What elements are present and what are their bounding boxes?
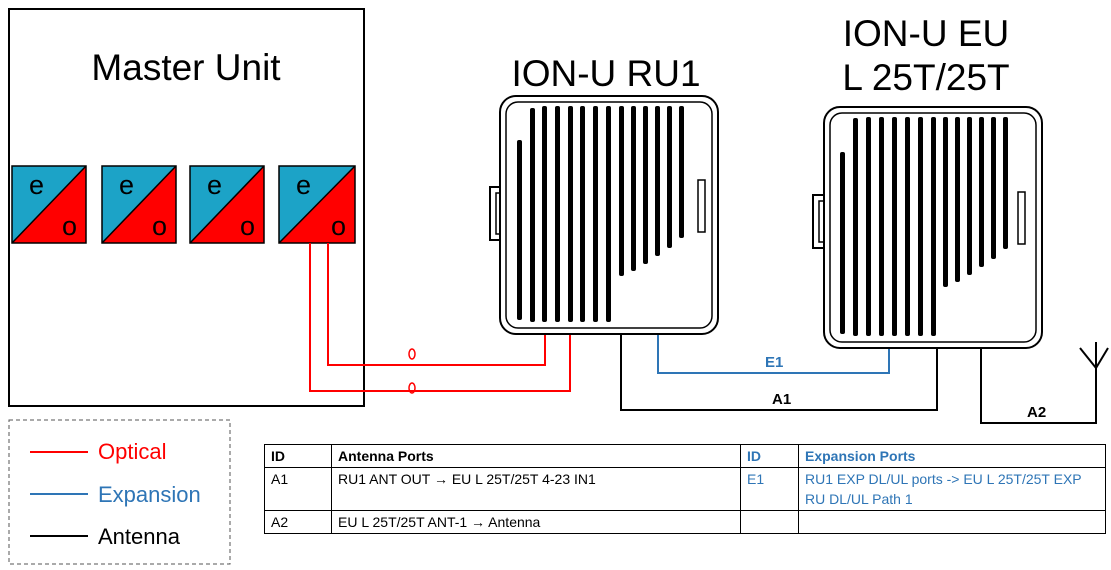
module-3-o-label: o (240, 211, 255, 241)
module-3-e-label: e (207, 170, 222, 200)
header-id-antenna: ID (264, 444, 332, 468)
cell-antenna-port: EU L 25T/25T ANT-1 → Antenna (331, 510, 741, 534)
module-4-e-label: e (296, 170, 311, 200)
ru1-title: ION-U RU1 (511, 53, 700, 94)
legend-expansion-label: Expansion (98, 482, 201, 507)
table-row: A1 RU1 ANT OUT → EU L 25T/25T 4-23 IN1 E… (264, 467, 1106, 511)
e1-label: E1 (765, 354, 783, 371)
cell-id-expansion (740, 510, 799, 534)
eo-module-4: e o (278, 165, 356, 244)
ru1-chassis (489, 95, 719, 335)
cell-id: A2 (264, 510, 332, 534)
a1-label: A1 (772, 391, 791, 408)
ports-table: ID Antenna Ports ID Expansion Ports A1 R… (264, 444, 1106, 534)
header-id-expansion: ID (740, 444, 799, 468)
legend-antenna-label: Antenna (98, 524, 181, 549)
optical-links (309, 243, 571, 392)
module-2-e-label: e (119, 170, 134, 200)
cell-antenna-port: RU1 ANT OUT → EU L 25T/25T 4-23 IN1 (331, 467, 741, 511)
eo-module-2: e o (101, 165, 177, 244)
legend-box (8, 419, 231, 565)
header-antenna-ports: Antenna Ports (331, 444, 741, 468)
a2-label: A2 (1027, 404, 1046, 421)
fiber-marker-upper (408, 348, 416, 360)
ports-table-header-row: ID Antenna Ports ID Expansion Ports (264, 444, 1106, 468)
fiber-marker-lower (408, 382, 416, 394)
cell-id-expansion: E1 (740, 467, 799, 511)
eu-chassis (812, 106, 1043, 349)
module-1-o-label: o (62, 211, 77, 241)
module-4-o-label: o (331, 211, 346, 241)
legend-optical-label: Optical (98, 439, 166, 464)
table-row: A2 EU L 25T/25T ANT-1 → Antenna (264, 510, 1106, 534)
antenna-link-a1 (620, 334, 938, 411)
expansion-link-e1 (657, 334, 890, 374)
eo-module-3: e o (189, 165, 265, 244)
antenna-link-a2 (980, 348, 1097, 424)
antenna-icon (1079, 342, 1109, 369)
eo-module-1: e o (11, 165, 87, 244)
eu-title-line1: ION-U EU (843, 13, 1010, 54)
module-2-o-label: o (152, 211, 167, 241)
cell-expansion-port: RU1 EXP DL/UL ports -> EU L 25T/25T EXP … (798, 467, 1106, 511)
cell-id: A1 (264, 467, 332, 511)
header-expansion-ports: Expansion Ports (798, 444, 1106, 468)
cell-expansion-port (798, 510, 1106, 534)
master-unit-title: Master Unit (91, 47, 281, 88)
eu-title-line2: L 25T/25T (842, 57, 1009, 98)
module-1-e-label: e (29, 170, 44, 200)
